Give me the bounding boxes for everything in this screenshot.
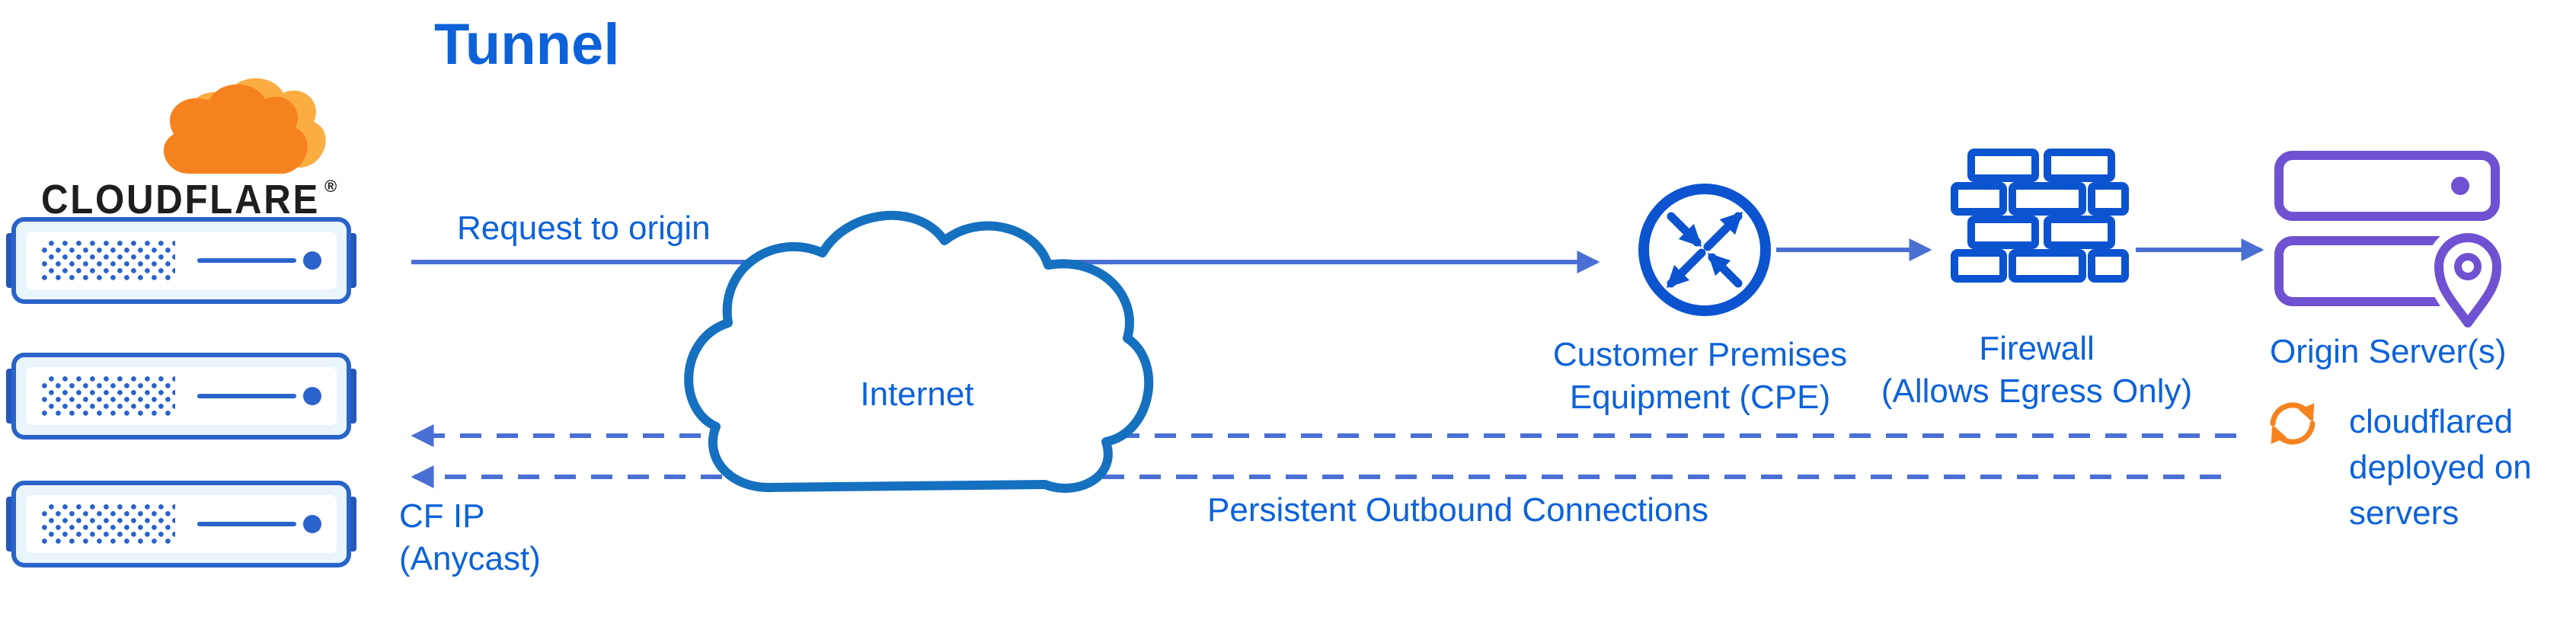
firewall-node: Firewall (Allows Egress Only) [1881,149,2192,410]
edge-persistent-outbound: Persistent Outbound Connections [411,424,2236,529]
request-arrow-label: Request to origin [457,209,711,247]
origin-server-node: Origin Server(s) [2270,151,2509,370]
page-title: Tunnel [434,12,619,77]
server-rack-icon [6,219,356,302]
internet-label: Internet [860,376,973,413]
server-rack-icon [6,483,356,565]
edge-servers-node: CF IP (Anycast) [6,219,541,577]
firewall-label-line1: Firewall [1979,330,2095,367]
internet-node: Internet [684,210,1154,493]
firewall-brick-wall-icon [1951,149,2129,283]
cf-ip-label-line2: (Anycast) [399,540,541,577]
cloudflared-label-line1: cloudflared [2349,403,2513,440]
sync-arrows-icon [2270,402,2316,445]
cpe-label-line1: Customer Premises [1553,336,1847,373]
cloudflared-label-line3: servers [2349,494,2459,532]
cpe-router-icon [1638,184,1771,316]
firewall-label-line2: (Allows Egress Only) [1881,372,2192,410]
cloudflare-cloud-icon [163,84,308,174]
cloudflare-logo: CLOUDFLARE ® [41,78,337,222]
cloudflared-annotation: cloudflared deployed on servers [2270,402,2532,532]
cf-ip-label-line1: CF IP [399,497,484,535]
origin-label: Origin Server(s) [2270,333,2507,370]
cpe-node: Customer Premises Equipment (CPE) [1553,184,1847,416]
persistent-label: Persistent Outbound Connections [1207,491,1708,529]
cpe-label-line2: Equipment (CPE) [1570,379,1830,416]
cloudflare-wordmark: CLOUDFLARE [41,177,320,222]
server-rack-icon [6,355,356,437]
cloudflared-label-line2: deployed on [2349,449,2532,486]
internet-cloud-icon [684,210,1154,493]
registered-mark: ® [324,177,337,196]
location-pin-icon [2427,225,2509,335]
